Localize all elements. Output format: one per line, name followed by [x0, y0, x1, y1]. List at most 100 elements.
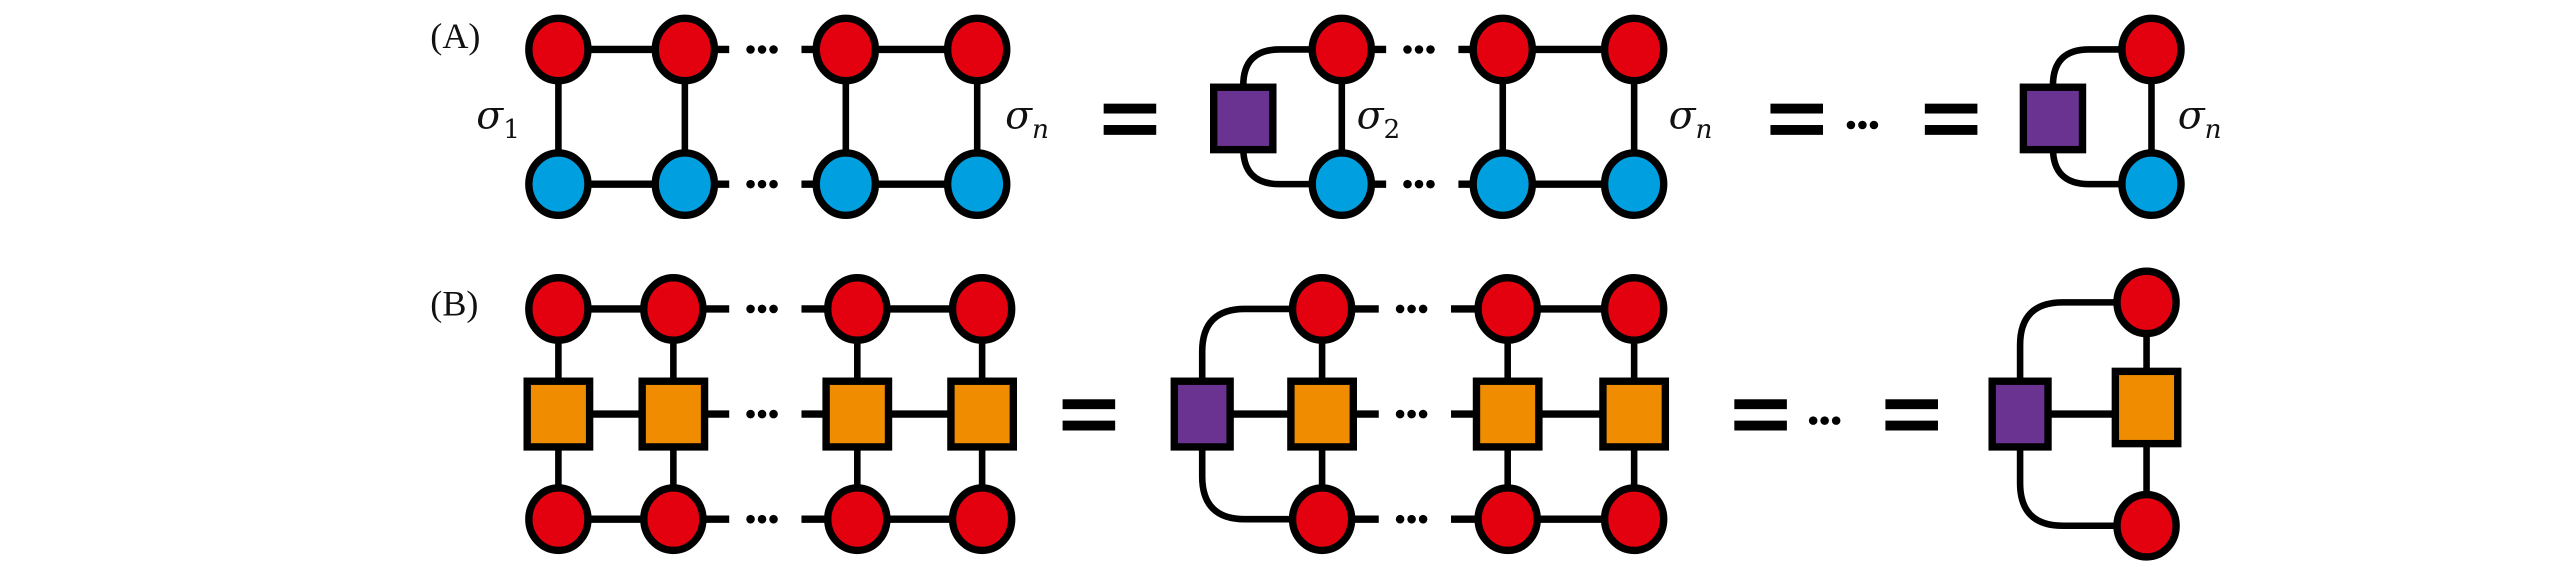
- equals-sign-a2: [1770, 103, 1824, 114]
- equals-sign-b1: [1062, 420, 1116, 431]
- sigma-n-label-1: σn: [1005, 92, 1049, 145]
- bond-b2-ellipsis: [1395, 304, 1405, 314]
- equals-sign-a3: [1924, 125, 1978, 135]
- bond-b1-mid-ellipsis: [769, 409, 778, 419]
- orange-operator-node: [1599, 377, 1670, 451]
- ellipsis-b: [1831, 416, 1841, 425]
- edges-layer: [555, 45, 2155, 530]
- red-tensor-node: [943, 14, 1011, 85]
- equals-sign-b1: [1062, 399, 1116, 410]
- bond-b1-mid-ellipsis: [757, 514, 767, 524]
- ellipsis-b: [1820, 416, 1829, 425]
- bond-a1-bot-mid-ellipsis: [746, 179, 755, 189]
- blue-tensor-node: [651, 149, 719, 220]
- red-tensor-node: [651, 14, 719, 85]
- ellipsis-a: [1858, 120, 1867, 130]
- nodes-layer: [523, 14, 2185, 561]
- equals-layer: [746, 45, 1978, 524]
- red-tensor-node: [1600, 274, 1668, 344]
- red-tensor-node: [1308, 14, 1376, 85]
- blue-tensor-node: [2118, 149, 2185, 220]
- red-tensor-node: [824, 274, 891, 344]
- equals-sign-b2: [1734, 399, 1787, 410]
- panel-label-a: (A): [430, 16, 480, 56]
- red-tensor-node: [525, 14, 592, 85]
- blue-tensor-node: [1600, 149, 1668, 220]
- red-tensor-node: [824, 484, 891, 555]
- sigma-n-label-2: σn: [1669, 92, 1713, 145]
- equals-sign-b2: [1734, 420, 1787, 431]
- bond-b2-ellipsis: [1395, 514, 1405, 524]
- red-tensor-node: [1288, 484, 1356, 555]
- orange-operator-node: [822, 377, 893, 451]
- bond-b1-mid-ellipsis: [769, 304, 778, 314]
- bond-a1-top-mid-ellipsis: [769, 45, 778, 54]
- bond-a1-top-mid-ellipsis: [746, 45, 755, 54]
- red-tensor-node: [1600, 14, 1668, 85]
- blue-tensor-node: [1308, 149, 1376, 220]
- equals-sign-b3: [1885, 420, 1938, 431]
- bond-b1-mid-ellipsis: [746, 304, 755, 314]
- sigma-1-label: σ1: [476, 92, 520, 145]
- bond-a2-top-ellipsis: [1414, 45, 1424, 54]
- orange-operator-node: [523, 377, 594, 451]
- bond-b1-mid-ellipsis: [746, 409, 755, 419]
- red-tensor-node: [948, 274, 1016, 344]
- red-tensor-node: [525, 274, 592, 344]
- bond-b2-ellipsis: [1395, 409, 1405, 419]
- purple-environment-tensor: [1988, 377, 2052, 451]
- purple-environment-tensor: [2019, 83, 2087, 154]
- blue-tensor-node: [1469, 149, 1537, 220]
- red-tensor-node: [640, 274, 707, 344]
- orange-operator-node: [1287, 377, 1357, 451]
- purple-environment-tensor: [1170, 377, 1234, 451]
- red-tensor-node: [812, 14, 880, 85]
- bond-a2-bot-ellipsis: [1414, 179, 1424, 189]
- red-tensor-node: [948, 484, 1016, 555]
- equals-sign-a1: [1103, 125, 1157, 135]
- bond-b1-mid-ellipsis: [757, 409, 767, 419]
- bond-b2-ellipsis: [1407, 514, 1416, 524]
- bond-b1-mid-ellipsis: [746, 514, 755, 524]
- orange-operator-node: [1472, 377, 1543, 451]
- bond-b2-ellipsis: [1407, 304, 1416, 314]
- red-tensor-node: [2118, 14, 2185, 85]
- red-tensor-node: [2113, 267, 2180, 338]
- bond-b1-mid-ellipsis: [757, 304, 767, 314]
- ellipsis-a: [1846, 120, 1856, 130]
- sigma-2-label: σ2: [1357, 92, 1401, 145]
- bond-b2-ellipsis: [1418, 409, 1428, 419]
- bond-b1-mid-ellipsis: [769, 514, 778, 524]
- bond-a1-top-mid-ellipsis: [757, 45, 767, 54]
- red-tensor-node: [1474, 484, 1541, 555]
- red-tensor-node: [1474, 274, 1541, 344]
- ellipsis-a: [1869, 120, 1879, 130]
- bond-a2-top-ellipsis: [1403, 45, 1412, 54]
- ellipsis-b: [1808, 416, 1818, 425]
- blue-tensor-node: [812, 149, 880, 220]
- red-tensor-node: [1600, 484, 1668, 555]
- orange-operator-node: [2111, 367, 2182, 448]
- purple-environment-tensor: [1210, 83, 1277, 154]
- bond-b2-ellipsis: [1407, 409, 1416, 419]
- red-tensor-node: [1288, 274, 1356, 344]
- orange-operator-node: [638, 377, 709, 451]
- bond-a2-bot-ellipsis: [1403, 179, 1412, 189]
- equals-sign-b3: [1885, 399, 1938, 410]
- bond-a1-bot-mid-ellipsis: [769, 179, 778, 189]
- bond-a1-bot-mid-ellipsis: [757, 179, 767, 189]
- blue-tensor-node: [525, 149, 592, 220]
- red-tensor-node: [1469, 14, 1537, 85]
- bond-b2-ellipsis: [1418, 304, 1428, 314]
- bond-a2-top-ellipsis: [1426, 45, 1435, 54]
- red-tensor-node: [525, 484, 592, 555]
- bond-b2-ellipsis: [1418, 514, 1428, 524]
- equals-sign-a2: [1770, 125, 1824, 135]
- red-tensor-node: [640, 484, 707, 555]
- bond-a2-bot-ellipsis: [1426, 179, 1435, 189]
- panel-label-b: (B): [430, 284, 478, 324]
- blue-tensor-node: [943, 149, 1011, 220]
- red-tensor-node: [2113, 490, 2180, 561]
- equals-sign-a1: [1103, 103, 1157, 114]
